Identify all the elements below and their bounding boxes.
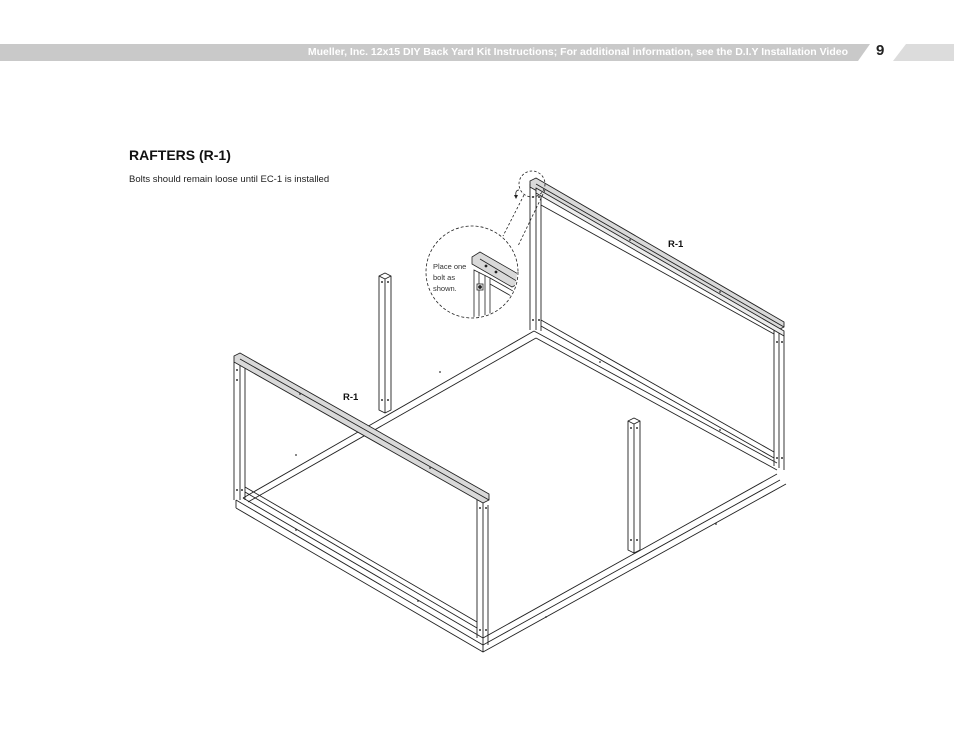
header-title-bar — [0, 44, 870, 61]
back-rafter — [529, 177, 785, 337]
header-title: Mueller, Inc. 12x15 DIY Back Yard Kit In… — [307, 46, 848, 58]
callout-line: bolt as — [433, 273, 456, 282]
section-title: RAFTERS (R-1) — [129, 147, 231, 163]
right-post — [627, 417, 641, 554]
page-number-tab — [893, 44, 954, 61]
callout-line: shown. — [433, 284, 457, 293]
front-rafter — [233, 352, 490, 504]
front-rafter-label: R-1 — [343, 392, 359, 403]
callout-note: Place one bolt as shown. — [433, 261, 475, 294]
base-frame — [235, 330, 787, 653]
section-note: Bolts should remain loose until EC-1 is … — [129, 174, 330, 185]
back-wall-frame — [529, 184, 785, 470]
callout-line: Place one — [433, 262, 467, 271]
page-number: 9 — [876, 42, 885, 59]
back-left-post — [378, 272, 392, 414]
header-band — [0, 44, 954, 61]
bolt-holes — [236, 196, 783, 631]
detail-callout — [425, 170, 546, 319]
back-rafter-label: R-1 — [668, 239, 684, 250]
left-wall-frame — [233, 362, 489, 645]
